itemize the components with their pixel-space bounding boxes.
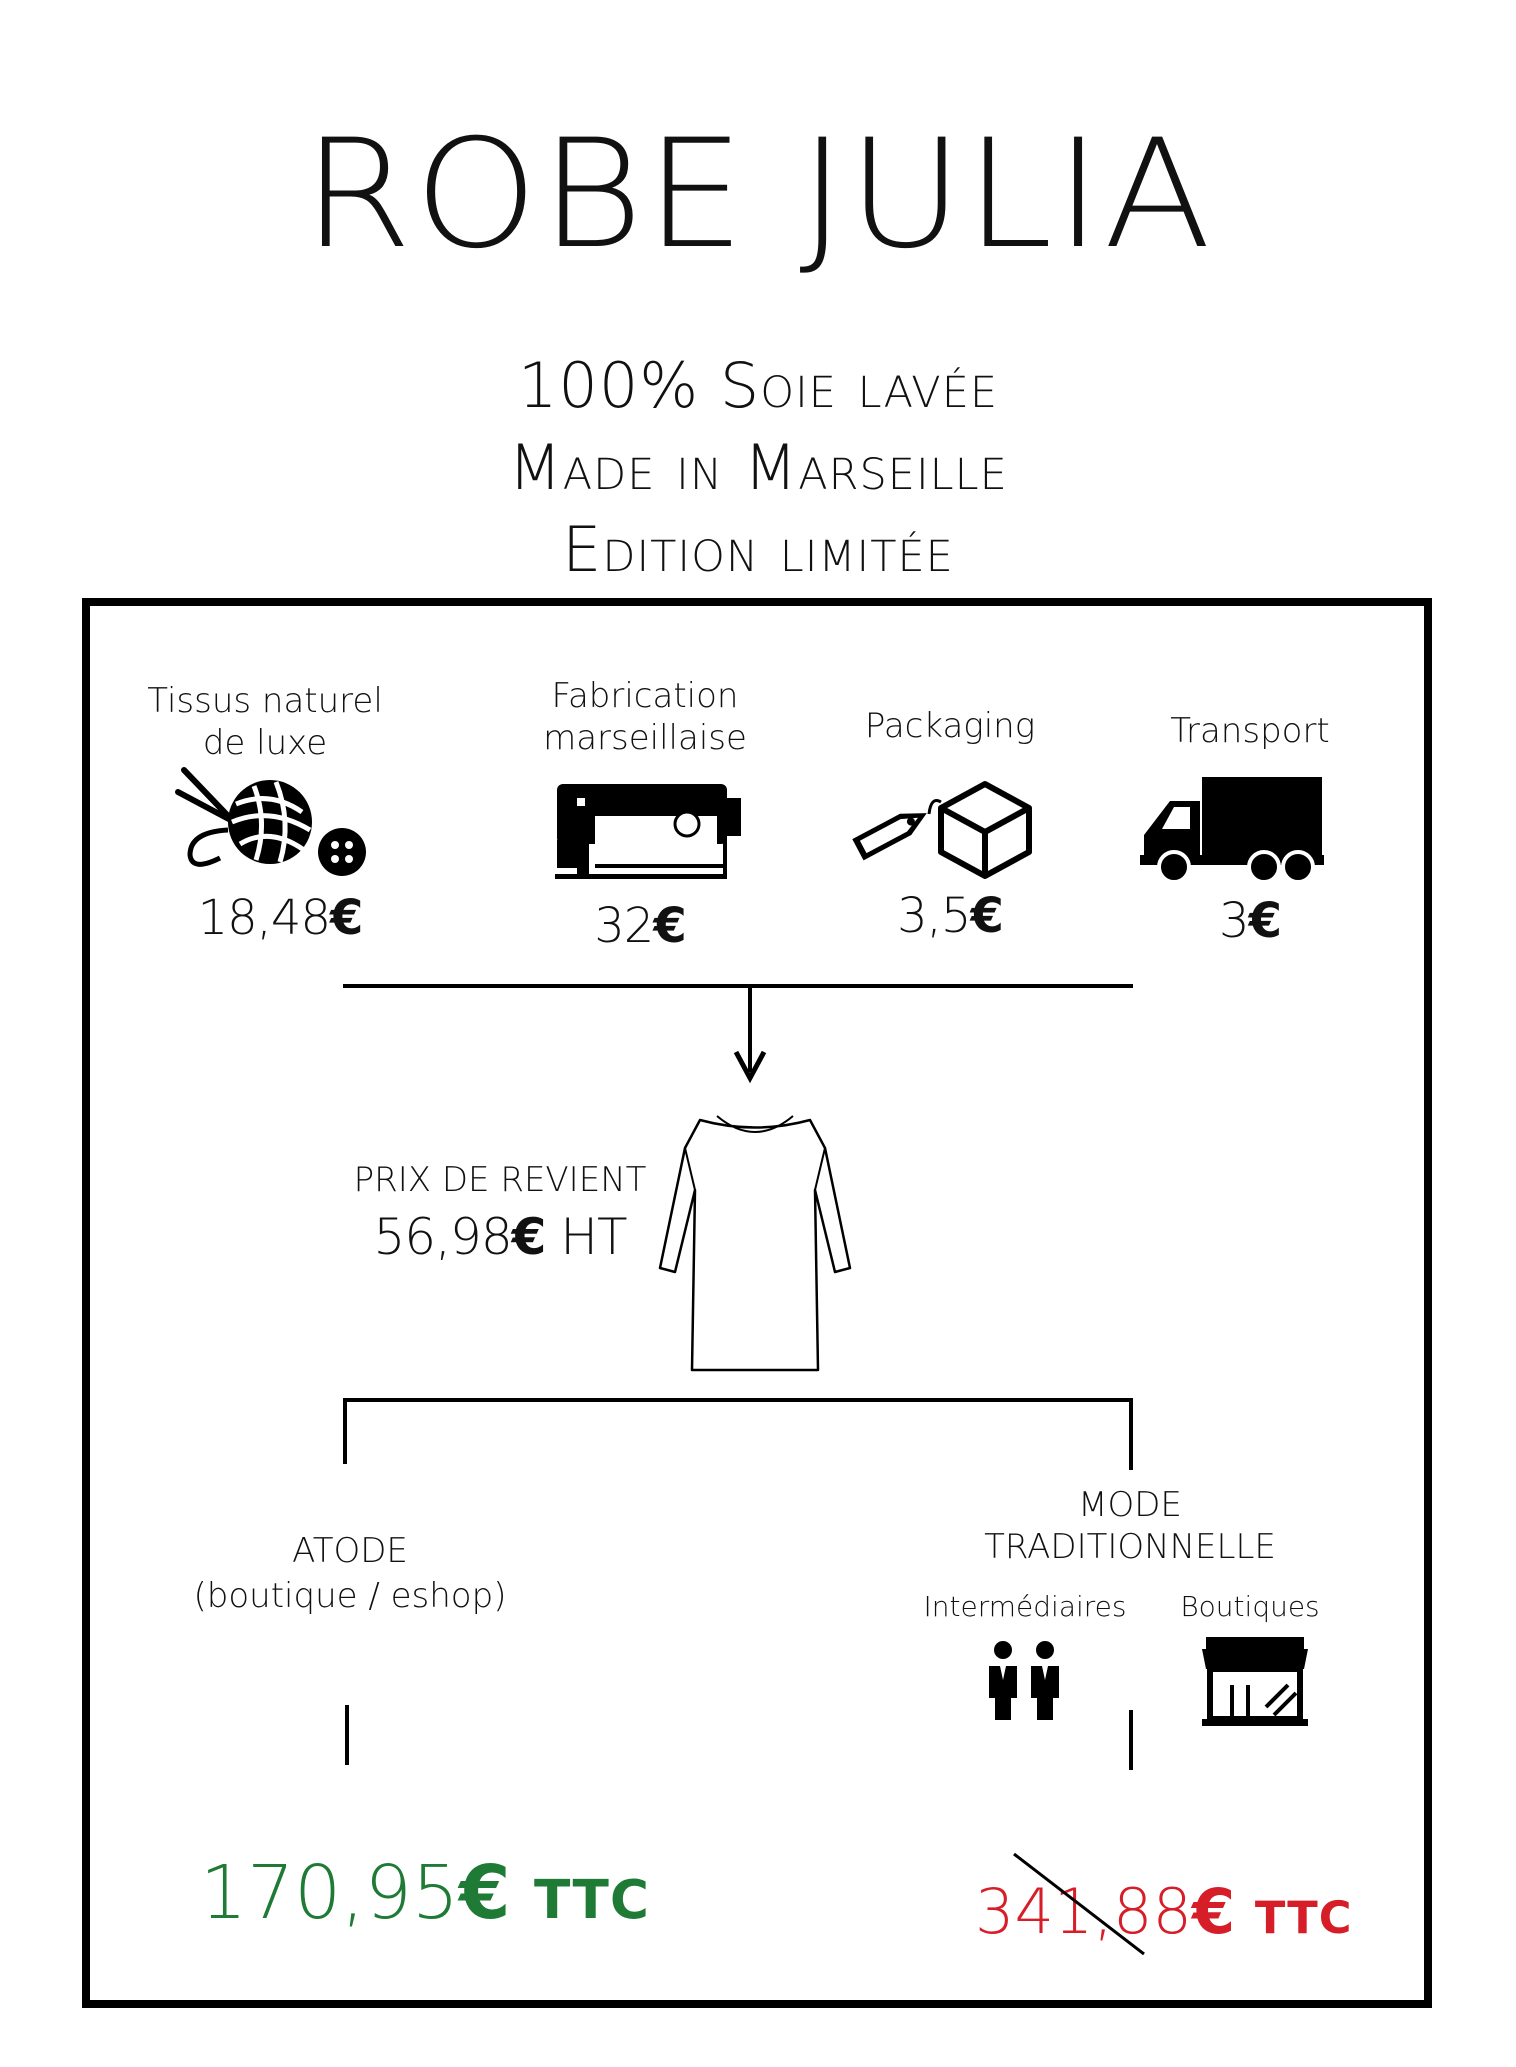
- traditional-price-amount: 341,88: [975, 1875, 1192, 1948]
- strikethrough-mark: [1013, 1852, 1145, 1956]
- branch-left-drop: [343, 1398, 347, 1464]
- cost-amount-packaging: 3,5: [897, 888, 971, 944]
- currency-symbol: €: [1248, 893, 1282, 949]
- cost-price-amount: 56,98: [373, 1208, 513, 1266]
- cost-label-fabric: Tissus naturel de luxe: [120, 680, 410, 764]
- cost-label-packaging-line-1: Packaging: [864, 706, 1036, 746]
- cost-value-fabric: 18,48€: [150, 890, 410, 946]
- subtitle-line-1: 100% Soie lavée: [517, 349, 999, 422]
- currency-symbol: €: [511, 1208, 547, 1266]
- tag-and-box-icon: [852, 781, 1032, 879]
- down-arrow-icon: [733, 986, 767, 1084]
- branch-line: [343, 1398, 1133, 1402]
- cost-label-manufacturing-line-2: marseillaise: [543, 718, 747, 758]
- atode-subtitle: (boutique / eshop): [193, 1576, 507, 1616]
- cost-label-fabric-line-1: Tissus naturel: [147, 681, 383, 721]
- cost-value-manufacturing: 32€: [510, 898, 770, 954]
- traditional-connector: [1129, 1710, 1133, 1770]
- cost-price-value: 56,98€ HT: [340, 1208, 660, 1266]
- cost-label-manufacturing-line-1: Fabrication: [551, 676, 739, 716]
- atode-connector: [345, 1705, 349, 1765]
- currency-symbol: €: [653, 898, 686, 954]
- atode-price-amount: 170,95: [200, 1850, 459, 1936]
- dress-icon: [658, 1115, 852, 1372]
- cost-price-suffix: HT: [560, 1208, 627, 1266]
- branch-right-drop: [1129, 1398, 1133, 1470]
- cost-amount-transport: 3: [1219, 893, 1250, 949]
- cost-label-transport: Transport: [1120, 710, 1380, 752]
- shops-label: Boutiques: [1180, 1590, 1320, 1623]
- cost-value-transport: 3€: [1120, 893, 1380, 949]
- sewing-machine-icon: [555, 784, 741, 879]
- currency-symbol: €: [970, 888, 1003, 944]
- subtitle-line-2: Made in Marseille: [508, 431, 1008, 504]
- cost-amount-fabric: 18,48: [197, 890, 331, 946]
- cost-label-fabric-line-2: de luxe: [202, 723, 328, 763]
- cost-amount-manufacturing: 32: [594, 898, 654, 954]
- cost-value-packaging: 3,5€: [820, 888, 1080, 944]
- traditional-price-suffix: TTC: [1254, 1892, 1353, 1944]
- shop-icon: [1202, 1637, 1308, 1726]
- yarn-ball-button-icon: [175, 767, 366, 876]
- traditional-title-line-2: TRADITIONNELLE: [984, 1527, 1276, 1567]
- subtitle-line-3: Edition limitée: [562, 513, 954, 586]
- truck-icon: [1140, 777, 1324, 884]
- intermediaries-icon: [989, 1641, 1059, 1720]
- currency-symbol: €: [458, 1850, 511, 1936]
- traditional-title-line-1: MODE: [1078, 1485, 1182, 1525]
- diagram-frame: [82, 598, 1432, 2008]
- page-title: ROBE JULIA: [302, 108, 1214, 282]
- currency-symbol: €: [330, 890, 363, 946]
- cost-price-label: PRIX DE REVIENT: [353, 1160, 647, 1200]
- currency-symbol: €: [1191, 1875, 1236, 1948]
- cost-label-manufacturing: Fabrication marseillaise: [500, 675, 790, 759]
- traditional-price: 341,88€ TTC: [975, 1875, 1352, 1948]
- cost-merge-line: [343, 984, 1133, 988]
- intermediaries-label: Intermédiaires: [923, 1590, 1127, 1623]
- cost-label-transport-line-1: Transport: [1170, 711, 1330, 751]
- atode-title: ATODE: [292, 1531, 408, 1571]
- atode-price-suffix: TTC: [533, 1869, 650, 1931]
- cost-label-packaging: Packaging: [820, 705, 1080, 747]
- atode-price: 170,95€ TTC: [200, 1850, 650, 1936]
